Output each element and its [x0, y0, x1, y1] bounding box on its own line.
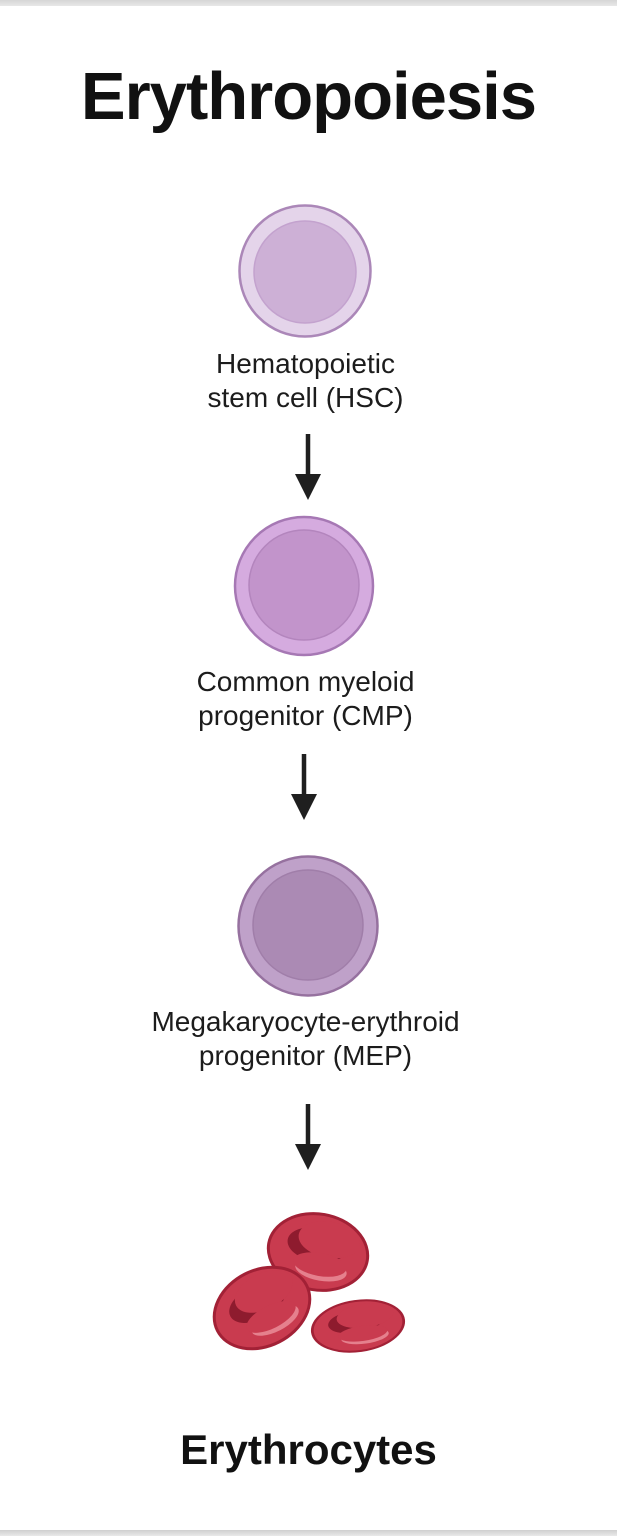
arrow-head [295, 1144, 321, 1170]
hsc-label-line2: stem cell (HSC) [207, 382, 404, 413]
hsc-label: Hematopoietic stem cell (HSC) [0, 347, 611, 415]
mep-label: Megakaryocyte-erythroid progenitor (MEP) [0, 1005, 611, 1073]
erythrocyte-bottom-right [307, 1293, 409, 1359]
cmp-cell-nucleus [248, 529, 360, 641]
cmp-label-line1: Common myeloid [196, 666, 415, 697]
arrow-cmp-to-mep [291, 754, 317, 820]
erythrocytes-label: Erythrocytes [180, 1426, 437, 1473]
mep-cell-icon [237, 855, 379, 997]
cmp-label-line2: progenitor (CMP) [198, 700, 413, 731]
cmp-label: Common myeloid progenitor (CMP) [0, 665, 611, 733]
hsc-cell-nucleus [253, 220, 357, 324]
mep-label-line1: Megakaryocyte-erythroid [151, 1006, 460, 1037]
erythrocytes-icon [198, 1204, 409, 1366]
arrow-hsc-to-cmp [295, 434, 321, 500]
cmp-cell-icon [233, 515, 375, 657]
mep-label-line2: progenitor (MEP) [198, 1040, 413, 1071]
top-border [0, 0, 617, 6]
page-title: Erythropoiesis [80, 59, 537, 134]
arrow-head [291, 794, 317, 820]
arrow-mep-to-erythrocytes [295, 1104, 321, 1170]
bottom-border [0, 1530, 617, 1536]
arrow-head [295, 474, 321, 500]
mep-cell-nucleus [252, 869, 364, 981]
hsc-label-line1: Hematopoietic [216, 348, 395, 379]
hsc-cell-icon [238, 204, 372, 338]
